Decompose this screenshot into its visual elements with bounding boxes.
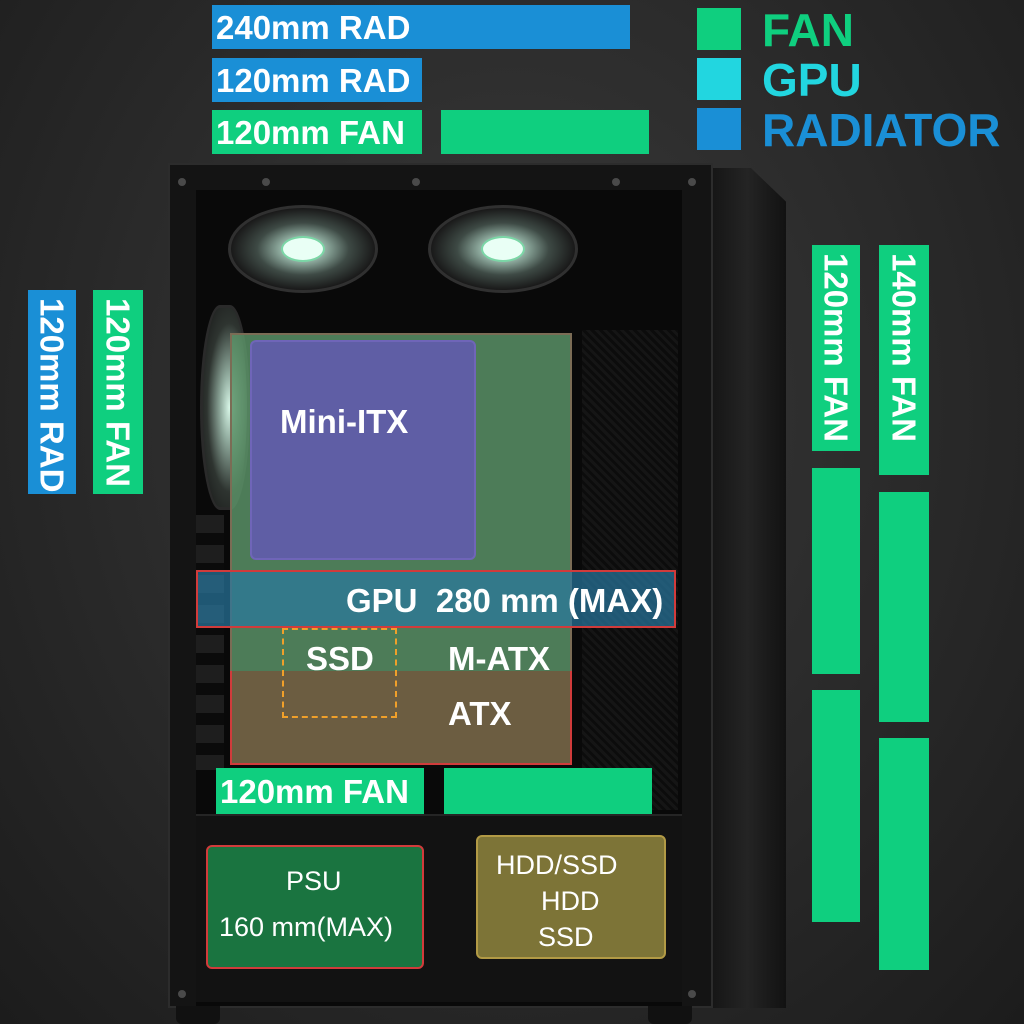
screw <box>688 178 696 186</box>
front-fan140-bar-3 <box>879 738 929 970</box>
screw <box>178 990 186 998</box>
drive-bay-line3: SSD <box>538 922 594 952</box>
top-rad120-bar: 120mm RAD <box>212 58 422 102</box>
case-foot <box>648 1006 692 1024</box>
drive-bay-line2: HDD <box>541 886 600 916</box>
top-rad240-label: 240mm RAD <box>216 9 411 46</box>
mini-itx-zone <box>250 340 476 560</box>
screw <box>262 178 270 186</box>
screw <box>612 178 620 186</box>
gpu-clearance-zone <box>196 570 676 628</box>
matx-label: M-ATX <box>448 640 551 677</box>
top-rad120-label: 120mm RAD <box>216 62 411 99</box>
rear-rad120-label: 120mm RAD <box>33 298 71 493</box>
drive-bay-zone <box>476 835 666 959</box>
radiator-legend-label: RADIATOR <box>762 104 1001 156</box>
top-fan-icon <box>428 205 578 293</box>
rear-fan120-bar: 120mm FAN <box>93 290 143 494</box>
bottom-fan120-bar-2 <box>444 768 652 814</box>
top-fan120-label: 120mm FAN <box>216 114 405 151</box>
front-fan120-bar-3 <box>812 690 860 922</box>
front-fan120-bar-1: 120mm FAN <box>812 245 860 451</box>
ssd-mount-zone <box>282 628 397 718</box>
rear-fan120-label: 120mm FAN <box>99 298 137 487</box>
front-fan120-label: 120mm FAN <box>817 253 855 442</box>
psu-label: PSU <box>286 866 342 896</box>
bottom-fan120-label: 120mm FAN <box>220 773 409 810</box>
drive-bay-line1: HDD/SSD <box>496 850 618 880</box>
screw <box>688 990 696 998</box>
radiator-legend-swatch <box>697 108 741 150</box>
fan-hub <box>481 236 525 262</box>
front-fan120-bar-2 <box>812 468 860 674</box>
front-fan140-bar-1: 140mm FAN <box>879 245 929 475</box>
front-fan140-label: 140mm FAN <box>885 253 923 442</box>
gpu-clearance-label: GPU 280 mm (MAX) <box>346 582 664 619</box>
bottom-fan120-bar-1: 120mm FAN <box>216 768 424 814</box>
rear-rad120-bar: 120mm RAD <box>28 290 76 494</box>
mini-itx-label: Mini-ITX <box>280 403 409 440</box>
expansion-slots <box>196 515 224 770</box>
fan-legend-swatch <box>697 8 741 50</box>
gpu-legend-swatch <box>697 58 741 100</box>
case-foot <box>176 1006 220 1024</box>
ssd-label: SSD <box>306 640 374 677</box>
fan-legend-label: FAN <box>762 4 854 56</box>
psu-max-label: 160 mm(MAX) <box>219 912 394 942</box>
front-fan140-bar-2 <box>879 492 929 722</box>
psu-zone <box>206 845 424 969</box>
case-front-panel <box>708 168 786 1008</box>
top-rad240-bar: 240mm RAD <box>212 5 630 49</box>
fan-hub <box>281 236 325 262</box>
screw <box>412 178 420 186</box>
atx-label: ATX <box>448 695 512 732</box>
top-fan-icon <box>228 205 378 293</box>
top-fan120-bar-1: 120mm FAN <box>212 110 422 154</box>
top-fan120-bar-2 <box>441 110 649 154</box>
screw <box>178 178 186 186</box>
gpu-legend-label: GPU <box>762 54 862 106</box>
